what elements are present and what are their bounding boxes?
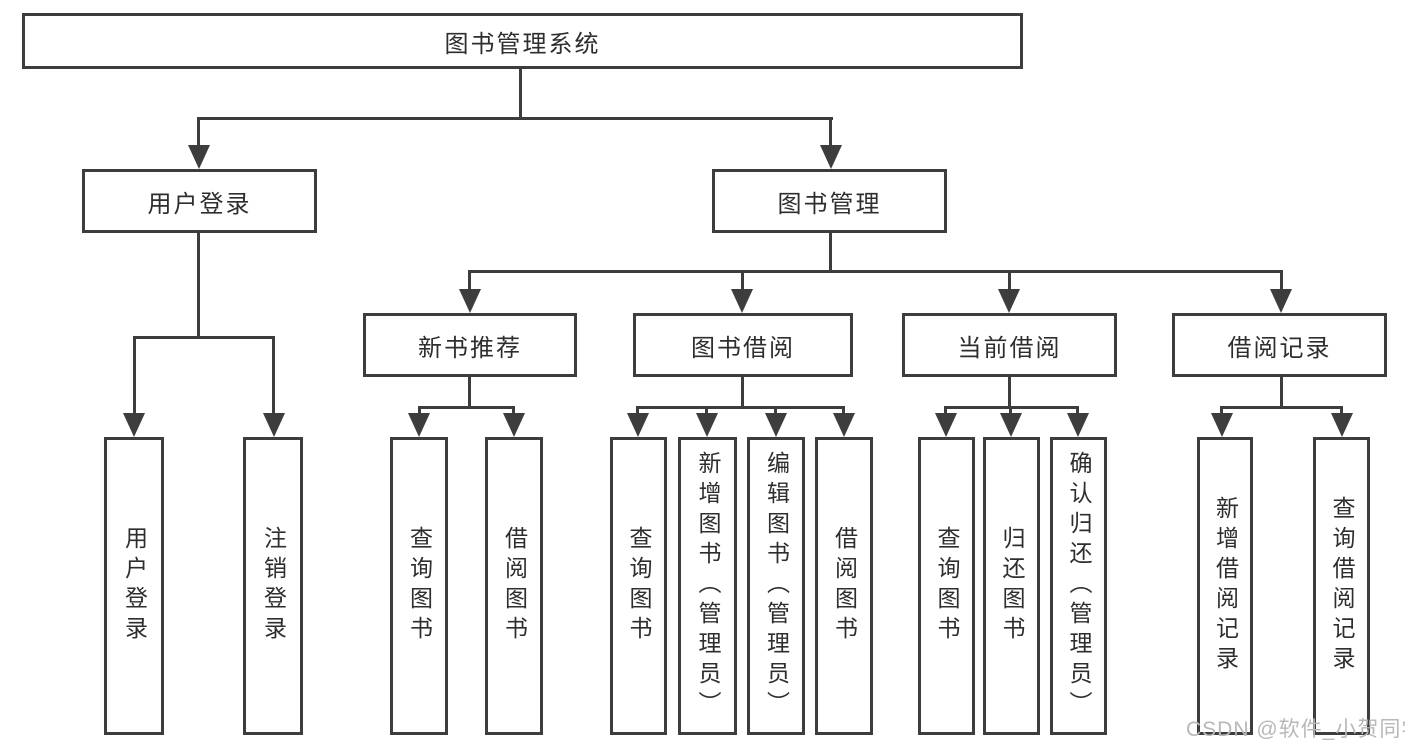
arrow-down-icon (1211, 413, 1233, 437)
node-bb-add-book: 新增图书（管理员） (678, 437, 737, 735)
connector-line (1008, 377, 1011, 409)
node-nbr-borrow-book: 借阅图书 (485, 437, 543, 735)
connector-line (1220, 406, 1343, 409)
node-label: 编辑图书（管理员） (763, 451, 790, 721)
node-label: 查询图书 (934, 526, 960, 646)
connector-line (512, 406, 515, 417)
connector-line (197, 117, 833, 120)
connector-line (636, 406, 639, 417)
arrow-down-icon (820, 145, 842, 169)
node-cb-confirm-return: 确认归还（管理员） (1050, 437, 1107, 735)
csdn-watermark: CSDN @软件_小贺同学 (1186, 718, 1405, 741)
connector-line (1076, 406, 1079, 417)
connector-line (197, 233, 200, 338)
arrow-down-icon (188, 145, 210, 169)
node-label: 查询图书 (626, 526, 652, 646)
node-cb-query-book: 查询图书 (918, 437, 975, 735)
connector-line (1340, 406, 1343, 417)
arrow-down-icon (998, 289, 1020, 313)
arrow-down-icon (123, 413, 145, 437)
node-nbr-query-book: 查询图书 (390, 437, 448, 735)
connector-line (133, 336, 136, 415)
node-borrow-records: 借阅记录 (1172, 313, 1387, 377)
connector-line (1280, 270, 1283, 292)
connector-line (468, 270, 1282, 273)
connector-line (842, 406, 845, 417)
connector-line (197, 117, 200, 148)
arrow-down-icon (263, 413, 285, 437)
arrow-down-icon (1331, 413, 1353, 437)
node-new-book-rec: 新书推荐 (363, 313, 577, 377)
node-label: 借阅图书 (501, 526, 528, 646)
node-label: 注销登录 (260, 526, 287, 646)
connector-line (944, 406, 947, 417)
node-label: 归还图书 (999, 526, 1025, 646)
arrow-down-icon (1067, 413, 1089, 437)
connector-line (1220, 406, 1223, 417)
node-bb-edit-book: 编辑图书（管理员） (747, 437, 805, 735)
connector-line (272, 336, 275, 415)
connector-line (468, 270, 471, 292)
arrow-down-icon (731, 289, 753, 313)
arrow-down-icon (1270, 289, 1292, 313)
connector-line (468, 377, 471, 409)
node-current-borrow: 当前借阅 (902, 313, 1117, 377)
node-label: 查询借阅记录 (1329, 496, 1355, 676)
node-user-login: 用户登录 (82, 169, 317, 233)
node-bb-borrow-book: 借阅图书 (815, 437, 873, 735)
node-book-borrow: 图书借阅 (633, 313, 853, 377)
arrow-down-icon (833, 413, 855, 437)
connector-line (1280, 377, 1283, 409)
node-cb-return-book: 归还图书 (983, 437, 1040, 735)
connector-line (1009, 406, 1012, 417)
node-label: 确认归还（管理员） (1066, 451, 1092, 721)
node-label: 用户登录 (147, 190, 252, 218)
node-label: 当前借阅 (957, 334, 1062, 362)
node-root: 图书管理系统 (22, 13, 1023, 69)
connector-line (774, 406, 777, 417)
arrow-down-icon (408, 413, 430, 437)
connector-line (418, 406, 421, 417)
arrow-down-icon (459, 289, 481, 313)
connector-line (741, 377, 744, 409)
node-label: 借阅图书 (831, 526, 858, 646)
node-logout: 注销登录 (243, 437, 303, 735)
connector-line (636, 406, 844, 409)
connector-line (829, 233, 832, 273)
arrow-down-icon (696, 413, 718, 437)
arrow-down-icon (1000, 413, 1022, 437)
node-label: 用户登录 (121, 526, 148, 646)
connector-line (705, 406, 708, 417)
node-label: 新增图书（管理员） (695, 451, 721, 721)
node-bb-query-book: 查询图书 (610, 437, 667, 735)
node-br-add-record: 新增借阅记录 (1197, 437, 1253, 735)
node-label: 图书管理 (777, 190, 882, 218)
node-label: 新增借阅记录 (1212, 496, 1239, 676)
connector-line (519, 69, 522, 117)
node-br-query-record: 查询借阅记录 (1313, 437, 1370, 735)
connector-line (829, 117, 832, 148)
node-label: 查询图书 (406, 526, 433, 646)
node-login: 用户登录 (104, 437, 164, 735)
connector-line (1008, 270, 1011, 292)
arrow-down-icon (765, 413, 787, 437)
arrow-down-icon (627, 413, 649, 437)
node-label: 图书管理系统 (444, 30, 601, 58)
arrow-down-icon (503, 413, 525, 437)
node-label: 新书推荐 (418, 334, 522, 362)
connector-line (418, 406, 515, 409)
node-label: 借阅记录 (1227, 334, 1332, 362)
connector-line (741, 270, 744, 292)
arrow-down-icon (935, 413, 957, 437)
node-label: 图书借阅 (691, 334, 795, 362)
node-book-mgmt: 图书管理 (712, 169, 947, 233)
connector-line (133, 336, 275, 339)
